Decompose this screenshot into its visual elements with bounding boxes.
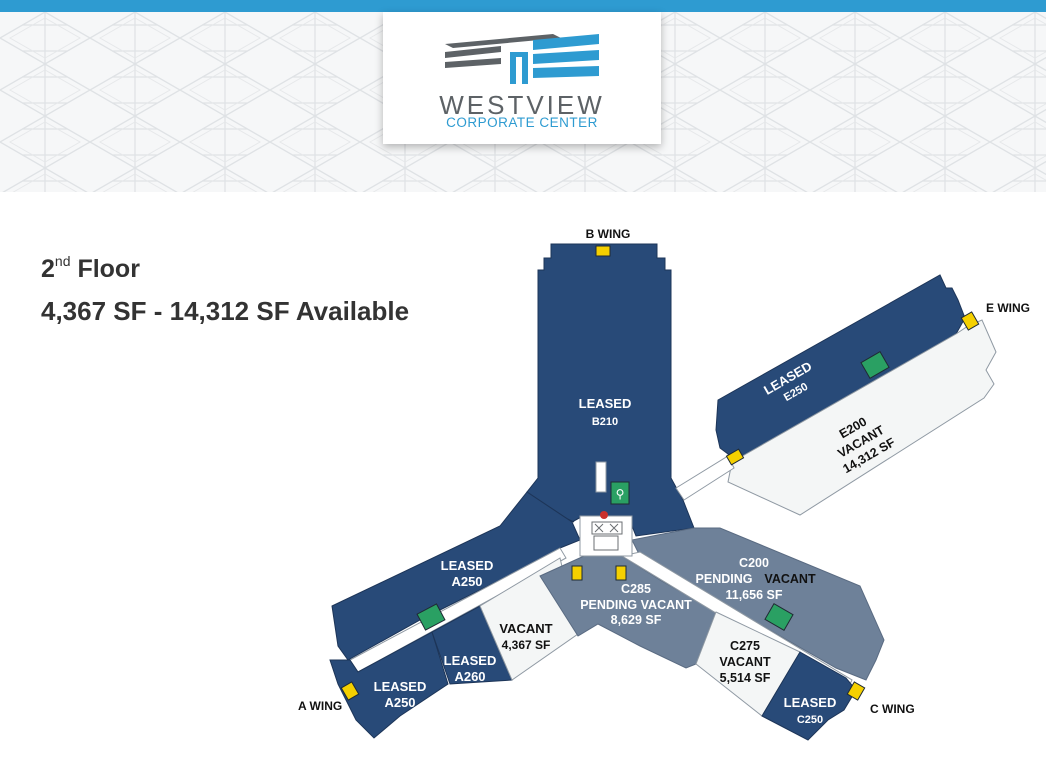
a250-lower-suite: A250 xyxy=(384,695,415,710)
floor-title: 2nd Floor xyxy=(41,253,140,284)
wing-label-e: E WING xyxy=(986,301,1030,315)
stairs-icon xyxy=(340,681,360,701)
vacant-a-status: VACANT xyxy=(499,621,552,636)
stairs-icon xyxy=(725,448,745,466)
floor-word: Floor xyxy=(77,255,140,283)
wing-label-c: C WING xyxy=(870,702,915,716)
floor-suffix: nd xyxy=(54,253,71,269)
wing-label-b: B WING xyxy=(586,227,631,241)
restroom-icon xyxy=(860,351,890,379)
logo-card: WESTVIEW CORPORATE CENTER xyxy=(383,12,661,144)
suite-e200[interactable] xyxy=(727,319,997,516)
c285-size: 8,629 SF xyxy=(611,613,662,627)
a260-status: LEASED xyxy=(444,653,497,668)
stairs-icon xyxy=(960,311,980,331)
a250-upper-suite: A250 xyxy=(451,574,482,589)
restroom-icon xyxy=(764,603,794,631)
stairs-icon xyxy=(571,565,583,581)
availability-title: 4,367 SF - 14,312 SF Available xyxy=(41,296,410,326)
wing-label-a: A WING xyxy=(298,699,342,713)
stairs-icon xyxy=(595,245,611,257)
svg-text:⚲: ⚲ xyxy=(616,487,625,501)
c200-size: 11,656 SF xyxy=(726,588,783,602)
b210-suite: B210 xyxy=(592,416,618,428)
vacant-a-size: 4,367 SF xyxy=(502,638,551,652)
suite-a250-lower[interactable] xyxy=(329,631,449,739)
restroom-icon: ⚲ xyxy=(610,481,630,505)
a260-suite: A260 xyxy=(454,669,485,684)
c275-suite: C275 xyxy=(730,639,760,653)
suite-e250[interactable] xyxy=(715,274,966,463)
stairs-icon xyxy=(615,565,627,581)
elevator-icon xyxy=(591,521,623,535)
c285-suite: C285 xyxy=(621,582,651,596)
c200-suite: C200 xyxy=(739,556,769,570)
a250-lower-status: LEASED xyxy=(374,679,427,694)
building-logo-icon xyxy=(445,34,599,84)
c275-status: VACANT xyxy=(719,655,771,669)
logo-name: WESTVIEW xyxy=(439,90,605,120)
restroom-icon xyxy=(416,603,446,631)
floor-number: 2 xyxy=(41,255,55,283)
c200-status-vacant: VACANT xyxy=(764,572,816,586)
c250-suite: C250 xyxy=(797,714,823,726)
c285-status: PENDING VACANT xyxy=(580,598,692,612)
c250-status: LEASED xyxy=(784,695,837,710)
fire-marker-icon xyxy=(600,511,608,519)
top-accent-bar xyxy=(0,0,1046,12)
c275-size: 5,514 SF xyxy=(720,671,771,685)
corridor-e xyxy=(675,455,735,501)
stairs-icon xyxy=(846,681,866,701)
suite-c250[interactable] xyxy=(761,651,857,741)
a250-upper-status: LEASED xyxy=(441,558,494,573)
logo-subtitle: CORPORATE CENTER xyxy=(446,115,598,130)
b210-status: LEASED xyxy=(579,396,632,411)
c200-status-pending: PENDING xyxy=(696,572,753,586)
